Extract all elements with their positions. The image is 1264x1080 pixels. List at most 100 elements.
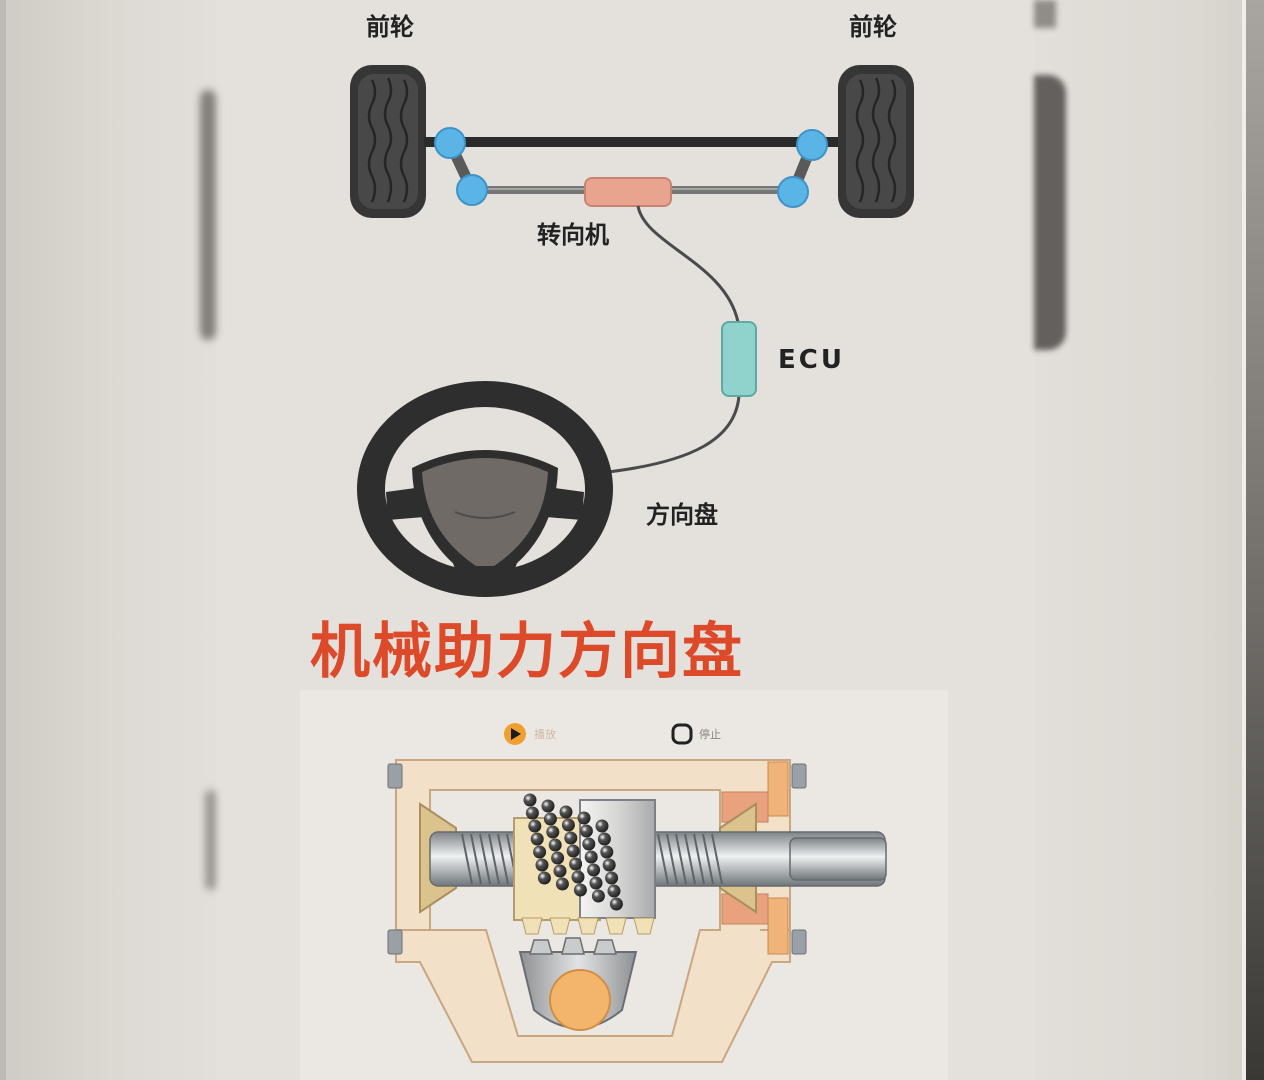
label-ecu: ECU	[778, 345, 845, 375]
stop-icon[interactable]	[671, 723, 693, 745]
rack-teeth	[521, 917, 655, 935]
hub-emblem	[454, 511, 516, 519]
page-title: 机械助力方向盘	[310, 617, 744, 687]
shaft-threads	[461, 833, 723, 885]
ball-joint	[456, 174, 488, 206]
steel-ball	[561, 818, 575, 832]
steel-ball	[548, 838, 562, 852]
steel-ball	[543, 812, 557, 826]
front-axle-linkage	[350, 65, 914, 218]
tread-line	[871, 77, 881, 203]
ball-joint	[796, 129, 828, 161]
tread-line	[383, 77, 393, 203]
thread-line	[497, 833, 509, 885]
right-front-tire	[838, 65, 914, 218]
bolt	[791, 929, 807, 955]
rack-tooth	[549, 917, 571, 935]
steel-ball	[602, 858, 616, 872]
steel-ball	[569, 857, 583, 871]
signal-cable-lower	[607, 394, 741, 474]
right-edge	[1246, 0, 1264, 1080]
thread-line	[479, 833, 491, 885]
steel-ball	[573, 883, 587, 897]
thread-line	[684, 833, 696, 885]
label-front-wheel-right: 前轮	[849, 13, 897, 41]
end-cap-seal	[767, 761, 789, 817]
tread-line	[399, 79, 409, 203]
steel-ball	[553, 864, 567, 878]
steel-ball	[579, 824, 593, 838]
end-cap-seal	[767, 897, 789, 955]
ball-joint	[434, 127, 466, 159]
sector-gear-teeth	[529, 937, 617, 955]
label-steering-gear: 转向机	[537, 221, 609, 249]
steel-ball	[577, 811, 591, 825]
steel-ball	[551, 851, 565, 865]
ball-joint	[777, 176, 809, 208]
steel-ball	[609, 897, 623, 911]
steel-ball	[559, 805, 573, 819]
play-triangle	[511, 728, 521, 740]
steel-ball	[523, 793, 537, 807]
steel-ball	[589, 876, 603, 890]
steel-ball	[537, 871, 551, 885]
bolt	[387, 929, 403, 955]
tire-tread	[358, 74, 418, 209]
steel-ball	[564, 831, 578, 845]
steel-ball	[587, 863, 601, 877]
thread-line	[657, 833, 669, 885]
steel-ball	[546, 825, 560, 839]
rack-tooth	[633, 917, 655, 935]
steel-ball	[530, 832, 544, 846]
thread-line	[470, 833, 482, 885]
left-edge	[0, 0, 6, 1080]
right-background-strip	[1034, 0, 1264, 1080]
tread-line	[887, 79, 897, 203]
ecu-box	[721, 321, 757, 397]
wheel-hub	[422, 458, 548, 566]
thread-line	[711, 833, 723, 885]
thread-line	[666, 833, 678, 885]
blurred-shape	[200, 90, 216, 340]
bolt	[387, 763, 403, 789]
steel-ball	[541, 799, 555, 813]
steel-ball	[600, 845, 614, 859]
blurred-shape	[1034, 0, 1056, 28]
tread-line	[367, 79, 377, 203]
label-front-wheel-left: 前轮	[366, 13, 414, 41]
steel-ball	[582, 837, 596, 851]
blurred-tire-shape	[1034, 75, 1066, 350]
steel-ball	[591, 889, 605, 903]
play-label: 播放	[534, 727, 556, 741]
tread-line	[855, 79, 865, 203]
thread-line	[693, 833, 705, 885]
left-front-tire	[350, 65, 426, 218]
steel-ball	[571, 870, 585, 884]
left-background-strip	[0, 0, 216, 1080]
steel-ball	[605, 871, 619, 885]
thread-line	[488, 833, 500, 885]
steel-ball	[535, 858, 549, 872]
steel-ball	[528, 819, 542, 833]
recirculating-balls	[523, 793, 623, 911]
steel-ball	[597, 832, 611, 846]
steering-wheel	[357, 381, 613, 597]
rack-tooth	[577, 917, 599, 935]
bolt	[791, 763, 807, 789]
steel-ball	[566, 844, 580, 858]
steering-gear-box	[584, 177, 672, 207]
tire-tread	[846, 74, 906, 209]
steel-ball	[533, 845, 547, 859]
rack-tooth	[605, 917, 627, 935]
thread-line	[461, 833, 473, 885]
play-button[interactable]: 播放	[504, 723, 556, 745]
stop-button[interactable]: 停止	[671, 723, 721, 745]
signal-cable-upper	[636, 205, 740, 323]
thread-line	[675, 833, 687, 885]
steel-ball	[595, 819, 609, 833]
gearbox-inset: 播放 停止	[300, 690, 948, 1080]
rack-tooth	[521, 917, 543, 935]
steel-ball	[555, 877, 569, 891]
right-edge-highlight	[1242, 0, 1246, 1080]
